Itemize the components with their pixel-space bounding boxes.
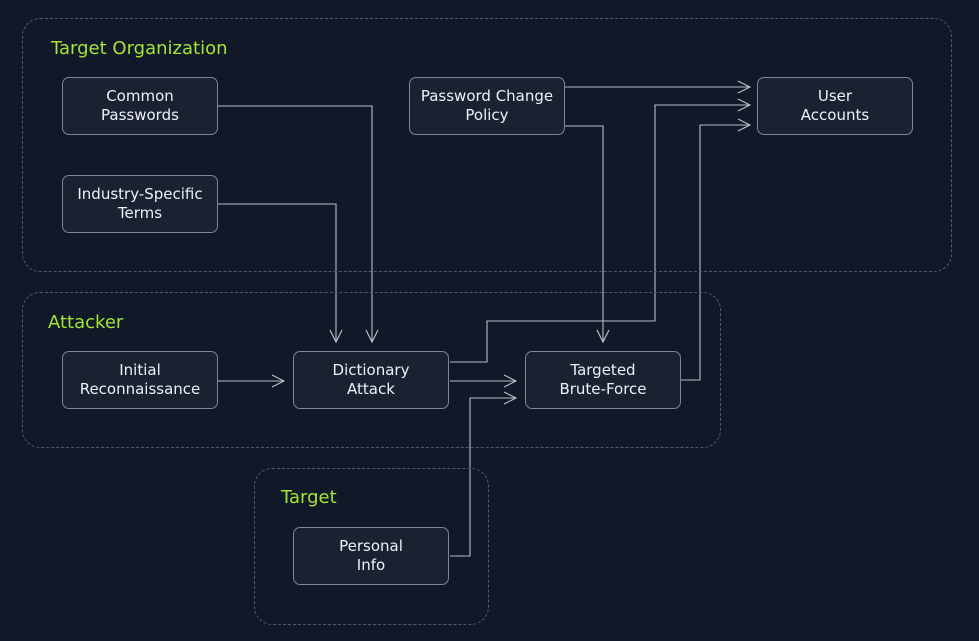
group-target: Target [254,468,489,625]
node-label: Personal Info [339,536,403,575]
edge-password-change-policy-to-targeted-brute-force [565,125,603,342]
node-label: Targeted Brute-Force [559,360,647,399]
node-dictionary-attack[interactable]: Dictionary Attack [293,351,449,409]
edge-dictionary-attack-to-user-accounts [450,105,750,363]
group-title-attacker: Attacker [48,312,124,333]
node-label: Dictionary Attack [332,360,410,399]
group-title-target: Target [281,487,337,508]
node-industry-specific-terms[interactable]: Industry-Specific Terms [62,175,218,233]
group-title-target-organization: Target Organization [51,38,228,59]
edge-targeted-brute-force-to-user-accounts [681,125,750,381]
node-targeted-brute-force[interactable]: Targeted Brute-Force [525,351,681,409]
edge-personal-info-to-targeted-brute-force [450,398,516,557]
node-password-change-policy[interactable]: Password Change Policy [409,77,565,135]
node-user-accounts[interactable]: User Accounts [757,77,913,135]
node-label: Password Change Policy [420,86,554,125]
edge-industry-terms-to-dictionary-attack [218,203,336,342]
node-label: Industry-Specific Terms [77,184,203,223]
node-label: Initial Reconnaissance [79,360,201,399]
node-label: User Accounts [800,86,870,125]
node-personal-info[interactable]: Personal Info [293,527,449,585]
edge-common-passwords-to-dictionary-attack [218,105,372,342]
node-label: Common Passwords [101,86,179,125]
node-initial-reconnaissance[interactable]: Initial Reconnaissance [62,351,218,409]
node-common-passwords[interactable]: Common Passwords [62,77,218,135]
group-attacker: Attacker [22,292,721,448]
group-target-organization: Target Organization [22,18,952,272]
